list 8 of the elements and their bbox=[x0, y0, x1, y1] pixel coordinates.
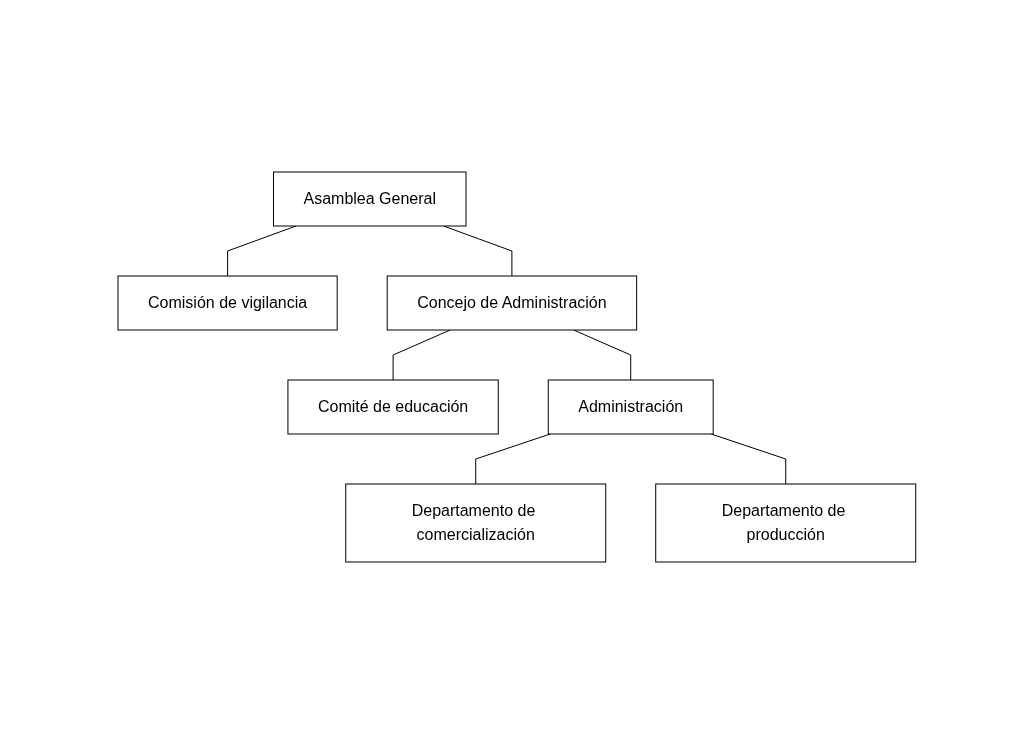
node-box: Asamblea General bbox=[272, 171, 467, 227]
node-box: Concejo de Administración bbox=[386, 275, 637, 331]
connector bbox=[474, 433, 551, 485]
node-box: Comisión de vigilancia bbox=[117, 275, 338, 331]
node-box: Administración bbox=[547, 379, 714, 435]
node-box: Comité de educación bbox=[287, 379, 499, 435]
node-box: Departamento de producción bbox=[654, 483, 916, 563]
node-box: Departamento de comercialización bbox=[344, 483, 606, 563]
